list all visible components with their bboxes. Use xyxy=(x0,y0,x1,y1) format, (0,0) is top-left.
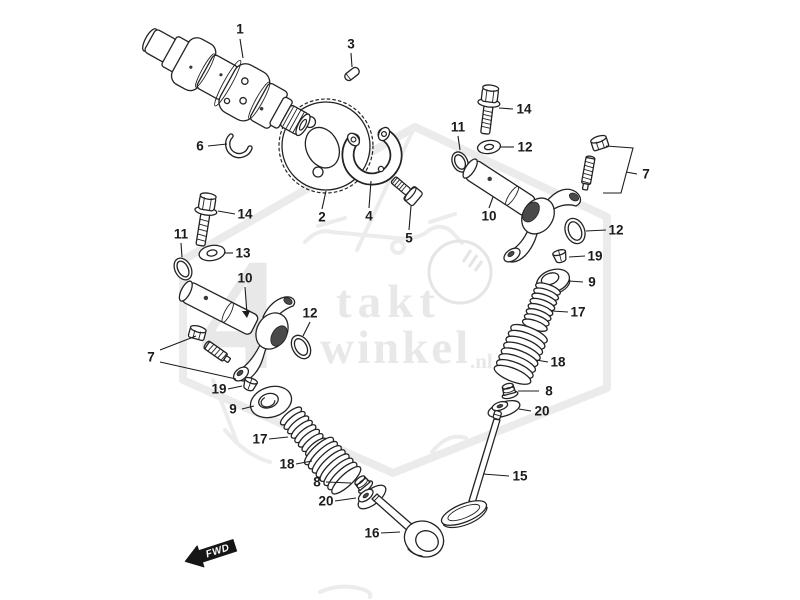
left-valve-seal xyxy=(354,475,374,494)
fwd-arrow-shape xyxy=(184,539,238,568)
left-spring-retainer xyxy=(249,385,293,419)
left-valve xyxy=(371,493,445,558)
part-number-10: 10 xyxy=(481,209,496,224)
part-number-19: 19 xyxy=(211,382,226,397)
left-rocker-bolt xyxy=(194,192,218,247)
part-number-5: 5 xyxy=(405,231,413,246)
part-number-8: 8 xyxy=(545,384,553,399)
right-spring-seat xyxy=(487,399,521,419)
leader-lines xyxy=(159,38,638,534)
sprocket-retainer xyxy=(341,126,403,186)
part-number-2: 2 xyxy=(318,210,326,225)
left-rocker-shaft xyxy=(178,280,259,335)
right-inner-valve-spring xyxy=(521,282,561,332)
part-number-6: 6 xyxy=(196,139,204,154)
part-number-14: 14 xyxy=(516,102,532,117)
part-number-4: 4 xyxy=(365,209,373,224)
right-rocker-arm xyxy=(503,188,582,263)
watermark-word-takt: takt xyxy=(336,276,441,328)
part-number-3: 3 xyxy=(347,37,355,52)
right-adjuster-screw xyxy=(581,155,596,191)
left-o-ring-11 xyxy=(173,257,193,281)
part-number-18: 18 xyxy=(279,457,295,472)
left-rocker-arm xyxy=(232,296,296,382)
part-number-7: 7 xyxy=(147,350,155,365)
part-number-9: 9 xyxy=(588,275,596,290)
watermark-word-winkel: winkel xyxy=(320,322,471,374)
part-number-13: 13 xyxy=(235,246,251,261)
part-number-11: 11 xyxy=(451,120,466,135)
part-number-9: 9 xyxy=(229,402,237,417)
right-o-ring-11 xyxy=(451,151,469,173)
part-number-16: 16 xyxy=(364,526,380,541)
watermark-logo: 4 takt winkel .nl xyxy=(179,123,611,599)
part-number-14: 14 xyxy=(237,207,253,222)
left-o-ring-12 xyxy=(290,334,312,360)
part-number-17: 17 xyxy=(252,432,267,447)
right-washer xyxy=(476,139,502,155)
right-adjuster-nut xyxy=(590,134,610,152)
watermark-tld: .nl xyxy=(470,349,493,373)
right-valve-cotters xyxy=(552,249,567,264)
part-number-7: 7 xyxy=(642,167,650,182)
part-number-12: 12 xyxy=(302,306,317,321)
right-rocker-bolt xyxy=(477,84,501,135)
parts-linework xyxy=(142,28,610,558)
camshaft-clip xyxy=(224,133,253,159)
dowel-pin xyxy=(344,66,360,82)
part-number-20: 20 xyxy=(534,404,549,419)
right-valve xyxy=(440,410,502,529)
part-number-19: 19 xyxy=(587,249,602,264)
left-adjuster-screw xyxy=(203,340,231,363)
right-valve-seal xyxy=(501,382,519,400)
part-number-15: 15 xyxy=(512,469,528,484)
sprocket-bolt xyxy=(390,176,423,207)
fwd-direction-arrow: FWD xyxy=(184,539,238,568)
left-valve-cotters xyxy=(243,376,259,392)
part-number-20: 20 xyxy=(318,494,333,509)
part-number-11: 11 xyxy=(174,227,189,242)
watermark-wheel-circle xyxy=(427,239,493,305)
part-number-17: 17 xyxy=(570,305,585,320)
part-number-12: 12 xyxy=(517,140,532,155)
part-number-12: 12 xyxy=(608,223,623,238)
part-number-1: 1 xyxy=(236,22,244,37)
right-o-ring-12 xyxy=(564,217,586,245)
left-washer xyxy=(198,244,226,262)
right-outer-valve-spring xyxy=(493,323,548,385)
part-number-8: 8 xyxy=(313,475,321,490)
part-number-18: 18 xyxy=(550,355,566,370)
part-number-10: 10 xyxy=(237,271,252,286)
camshaft xyxy=(142,28,311,137)
